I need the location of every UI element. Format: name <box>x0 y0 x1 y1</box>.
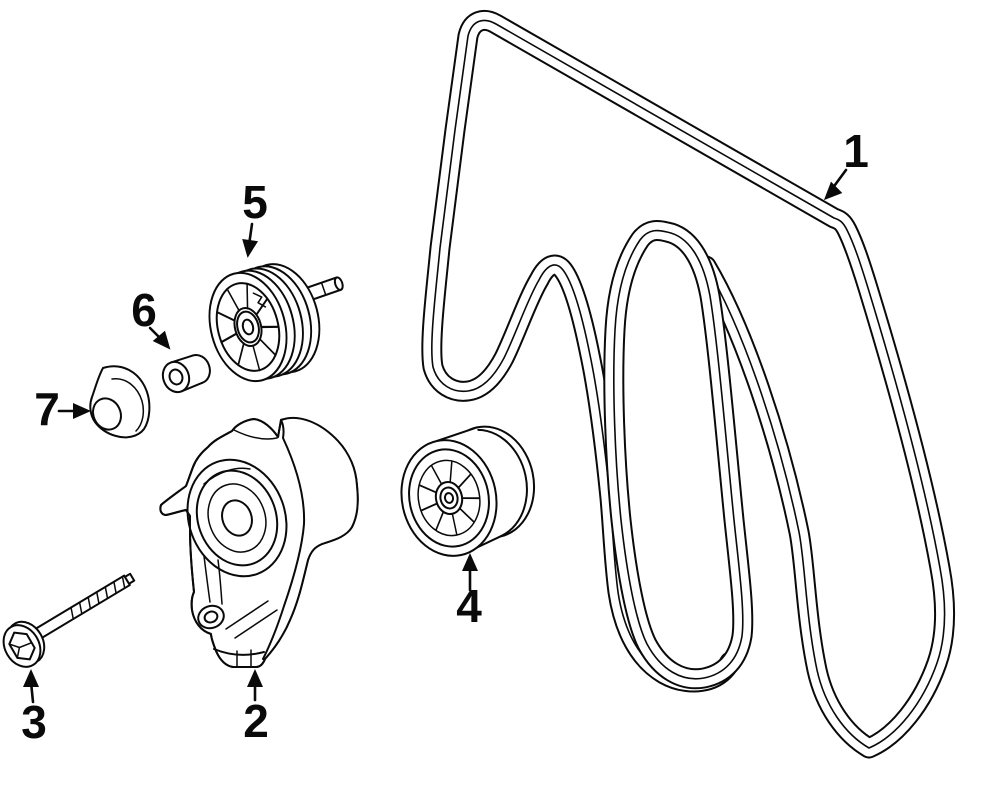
bushing-bore <box>167 368 184 387</box>
arrowhead-6 <box>152 330 171 350</box>
arrowhead-5 <box>242 238 259 258</box>
bolt-threads <box>70 575 126 620</box>
tensioner-pulley-face <box>172 446 303 591</box>
callout-6[interactable]: 6 <box>131 284 176 355</box>
stamp-mark <box>253 291 265 309</box>
callout-3[interactable]: 3 <box>21 669 47 748</box>
arrowhead-4 <box>462 553 478 571</box>
tensioner-arm-line <box>233 429 278 440</box>
tensioner-foot <box>213 648 265 667</box>
callout-1[interactable]: 1 <box>818 125 869 206</box>
callout-4-number: 4 <box>456 580 482 632</box>
cap-body <box>89 365 151 439</box>
belt-tensioner[interactable] <box>159 413 359 668</box>
callout-1-number: 1 <box>843 125 869 177</box>
belt-middle-loop <box>603 220 754 690</box>
tensioner-boss <box>197 604 225 630</box>
callout-2-number: 2 <box>243 695 269 747</box>
arrowhead-3 <box>23 669 39 687</box>
serpentine-belt[interactable] <box>421 10 955 759</box>
spacer-bushing[interactable] <box>159 351 214 396</box>
arrowhead-7 <box>73 403 91 419</box>
pulley-face <box>207 264 290 390</box>
callout-2[interactable]: 2 <box>243 669 269 747</box>
callout-5-number: 5 <box>242 176 268 228</box>
bushing-face <box>159 358 194 396</box>
callout-4[interactable]: 4 <box>456 553 482 632</box>
arrowhead-2 <box>247 669 263 687</box>
callout-3-number: 3 <box>21 696 47 748</box>
idler-face <box>391 431 507 565</box>
tensioner-mount-bolt[interactable] <box>0 572 136 674</box>
bolt-shaft <box>27 572 136 644</box>
bolt-head <box>2 620 46 668</box>
callout-7-number: 7 <box>34 383 60 435</box>
callout-7[interactable]: 7 <box>34 383 91 435</box>
idler-pulley[interactable] <box>390 418 546 565</box>
cap-flange-line <box>111 378 145 432</box>
cap[interactable] <box>88 365 151 439</box>
arrowhead-1 <box>823 181 843 201</box>
callout-6-number: 6 <box>131 284 157 336</box>
tensioner-pulley[interactable] <box>198 255 344 389</box>
callout-5[interactable]: 5 <box>240 176 268 259</box>
cap-nose <box>92 397 122 431</box>
